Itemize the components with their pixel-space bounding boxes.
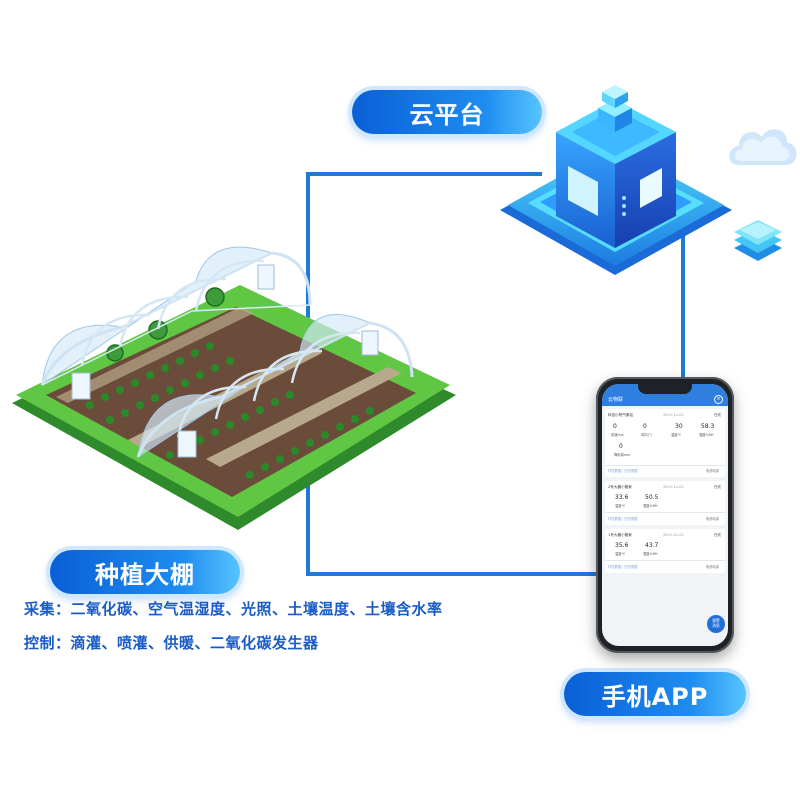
reading-value: 33.6 <box>615 494 629 501</box>
card-battery: 电池电量 <box>705 517 719 521</box>
card-divider <box>605 560 725 561</box>
reading-label: 湿度%RH <box>699 433 714 437</box>
card-footer-links[interactable]: 环境数据 | 历史数据 <box>608 517 638 521</box>
card-time: 2021-12-01 <box>663 485 684 489</box>
label-cloud-platform: 云平台 <box>352 90 542 134</box>
reading-label: 降雨量mm <box>614 453 631 457</box>
device-card[interactable]: 2号大棚小管家 2021-12-01 在线 33.6 温度℃ 50.5 湿度%R… <box>605 481 725 525</box>
alarm-message-button[interactable]: 报警 消息 <box>707 615 725 633</box>
connector-cloud-top-horizontal <box>306 172 542 176</box>
label-greenhouse: 种植大棚 <box>50 550 240 594</box>
card-divider <box>605 512 725 513</box>
fab-label-top: 报警 <box>712 618 720 623</box>
card-time: 2021-01-01 <box>663 533 684 537</box>
card-title: 科技小院气象站 <box>608 413 634 417</box>
greenhouse-illustration <box>12 246 456 530</box>
description-collect: 采集：二氧化碳、空气温湿度、光照、土壤温度、土壤含水率 <box>24 600 443 618</box>
card-status: 在线 <box>713 485 721 489</box>
reading-value: 0 <box>643 423 647 430</box>
connector-cloud-phone-vertical <box>681 230 685 380</box>
card-battery: 电池电量 <box>705 565 719 569</box>
app-title: 云物联 <box>608 397 624 403</box>
card-footer-links[interactable]: 环境数据 | 历史数据 <box>608 469 638 473</box>
smartphone-illustration: 云物联 × 科技小院气象站 2021-12-01 在线 0 风速m/s 0 风向… <box>596 377 734 653</box>
reading-value: 30 <box>675 423 683 430</box>
cloud-server-icon <box>500 85 732 275</box>
reading-value: 0 <box>613 423 617 430</box>
reading-label: 温度℃ <box>615 552 626 556</box>
connector-cloud-left-vertical <box>306 172 310 320</box>
reading-label: 风速m/s <box>611 433 624 437</box>
cloud-icon <box>729 129 797 165</box>
phone-screen: 云物联 × 科技小院气象站 2021-12-01 在线 0 风速m/s 0 风向… <box>602 384 728 646</box>
app-header: 云物联 × <box>602 384 728 406</box>
card-battery: 电池电量 <box>705 469 719 473</box>
card-divider <box>605 465 725 466</box>
reading-label: 湿度%RH <box>643 504 658 508</box>
reading-label: 温度℃ <box>671 433 682 437</box>
device-card[interactable]: 1号大棚小管家 2021-01-01 在线 35.6 温度℃ 43.7 湿度%R… <box>605 529 725 573</box>
reading-value: 43.7 <box>645 542 659 549</box>
card-status: 在线 <box>713 533 721 537</box>
card-status: 在线 <box>713 413 721 417</box>
card-title: 1号大棚小管家 <box>608 533 632 537</box>
card-time: 2021-12-01 <box>663 413 684 417</box>
phone-notch <box>638 384 692 394</box>
card-footer-links[interactable]: 环境数据 | 历史数据 <box>608 565 638 569</box>
card-title: 2号大棚小管家 <box>608 485 632 489</box>
reading-label: 温度℃ <box>615 504 626 508</box>
label-mobile-app: 手机APP <box>564 672 746 716</box>
reading-label: 湿度%RH <box>643 552 658 556</box>
device-card[interactable]: 科技小院气象站 2021-12-01 在线 0 风速m/s 0 风向(°) 30… <box>605 409 725 477</box>
database-icon <box>734 220 782 261</box>
reading-value: 35.6 <box>615 542 629 549</box>
connector-phone-horizontal <box>306 572 598 576</box>
reading-value: 0 <box>619 443 623 450</box>
close-icon[interactable]: × <box>714 395 723 404</box>
description-control: 控制：滴灌、喷灌、供暖、二氧化碳发生器 <box>24 634 319 652</box>
reading-value: 50.5 <box>645 494 659 501</box>
connector-greenhouse-bottom-vertical <box>306 476 310 576</box>
reading-label: 风向(°) <box>641 433 652 437</box>
reading-value: 58.3 <box>701 423 715 430</box>
fab-label-bottom: 消息 <box>712 622 720 628</box>
